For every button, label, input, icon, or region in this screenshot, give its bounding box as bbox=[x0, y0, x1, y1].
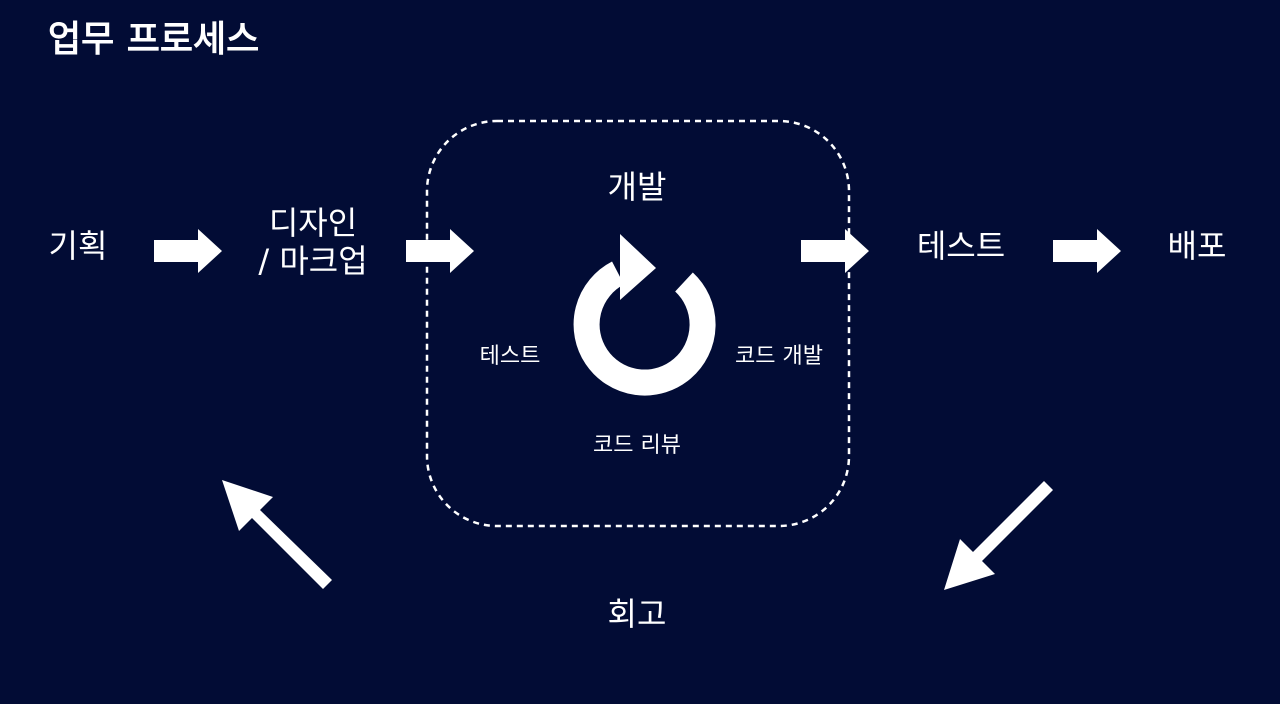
cycle-code-dev: 코드 개발 bbox=[735, 344, 823, 369]
step-planning: 기획 bbox=[48, 227, 108, 265]
step-retrospective: 회고 bbox=[607, 595, 667, 633]
refresh-cycle-icon bbox=[573, 234, 716, 396]
step-deploy: 배포 bbox=[1167, 227, 1227, 265]
step-test: 테스트 bbox=[916, 227, 1006, 265]
step-design-line2: / 마크업 bbox=[258, 242, 368, 281]
arrow-retrospective-to-planning bbox=[222, 480, 332, 589]
step-design-line1: 디자인 bbox=[268, 204, 358, 242]
page-title: 업무 프로세스 bbox=[48, 19, 260, 60]
step-design: 디자인 / 마크업 bbox=[258, 204, 367, 281]
arrow-development-to-test bbox=[801, 229, 869, 273]
cycle-test: 테스트 bbox=[479, 344, 541, 369]
step-development: 개발 bbox=[607, 168, 667, 206]
development-cycle-box bbox=[425, 119, 851, 528]
arrow-design-to-development bbox=[406, 229, 474, 273]
cycle-code-review: 코드 리뷰 bbox=[593, 433, 681, 458]
arrow-deploy-to-retrospective bbox=[944, 481, 1053, 590]
arrow-planning-to-design bbox=[154, 229, 222, 273]
arrow-test-to-deploy bbox=[1053, 229, 1121, 273]
